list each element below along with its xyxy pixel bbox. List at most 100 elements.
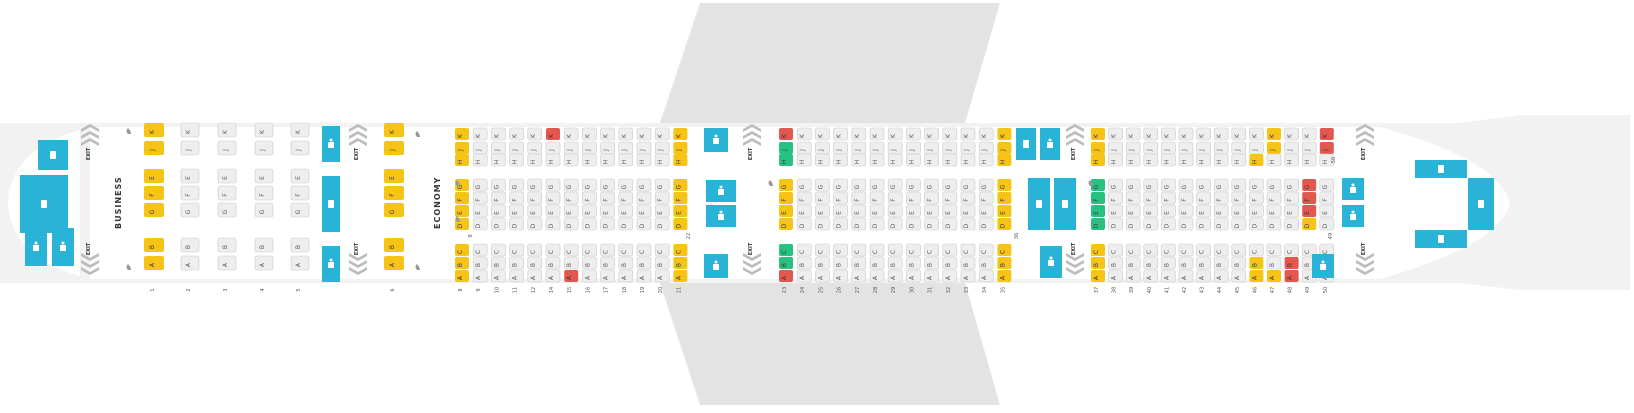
seat-27G[interactable]	[851, 178, 867, 192]
seat-35C[interactable]	[997, 244, 1012, 256]
seat-38B[interactable]	[1108, 256, 1123, 270]
seat-27C[interactable]	[851, 243, 867, 257]
seat-29C[interactable]	[887, 243, 903, 257]
seat-18A[interactable]	[618, 269, 634, 283]
seat-30H[interactable]	[906, 153, 921, 167]
seat-49C[interactable]	[1301, 243, 1317, 257]
seat-15J[interactable]	[563, 141, 579, 155]
seat-29G[interactable]	[887, 178, 903, 192]
seat-50H[interactable]	[1319, 153, 1335, 167]
seat-39E[interactable]	[1125, 204, 1141, 218]
seat-47D[interactable]	[1266, 217, 1282, 231]
seat-26G[interactable]	[833, 178, 848, 192]
seat-21F[interactable]	[673, 192, 688, 204]
seat-4G[interactable]	[254, 202, 274, 218]
seat-49F[interactable]	[1302, 192, 1317, 204]
seat-37F[interactable]	[1091, 192, 1105, 204]
seat-45F[interactable]	[1231, 191, 1247, 205]
seat-5A[interactable]	[290, 255, 310, 271]
seat-25J[interactable]	[815, 141, 830, 155]
seat-1F[interactable]	[144, 186, 164, 200]
seat-11E[interactable]	[509, 204, 524, 218]
seat-28F[interactable]	[869, 191, 885, 205]
seat-26B[interactable]	[833, 256, 848, 270]
seat-29B[interactable]	[887, 256, 903, 270]
seat-23G[interactable]	[779, 179, 793, 191]
seat-43G[interactable]	[1196, 178, 1211, 192]
seat-15G[interactable]	[563, 178, 579, 192]
seat-40F[interactable]	[1143, 191, 1159, 205]
seat-16K[interactable]	[582, 127, 597, 141]
seat-43H[interactable]	[1196, 153, 1211, 167]
seat-49J[interactable]	[1301, 141, 1317, 155]
seat-33C[interactable]	[960, 243, 976, 257]
seat-35A[interactable]	[997, 270, 1012, 282]
seat-1K[interactable]	[144, 123, 164, 137]
seat-42C[interactable]	[1178, 243, 1194, 257]
seat-50G[interactable]	[1319, 178, 1335, 192]
seat-47B[interactable]	[1266, 256, 1282, 270]
seat-46K[interactable]	[1249, 127, 1264, 141]
seat-12E[interactable]	[527, 204, 543, 218]
seat-37D[interactable]	[1091, 218, 1105, 230]
seat-34F[interactable]	[978, 191, 994, 205]
seat-6K[interactable]	[384, 123, 404, 137]
seat-15H[interactable]	[563, 153, 579, 167]
seat-24B[interactable]	[796, 256, 812, 270]
seat-20H[interactable]	[654, 153, 670, 167]
seat-40C[interactable]	[1143, 243, 1159, 257]
seat-31D[interactable]	[924, 217, 939, 231]
seat-12K[interactable]	[527, 127, 543, 141]
seat-43C[interactable]	[1196, 243, 1211, 257]
seat-38E[interactable]	[1108, 204, 1123, 218]
seat-38H[interactable]	[1108, 153, 1123, 167]
seat-43E[interactable]	[1196, 204, 1211, 218]
seat-18B[interactable]	[618, 256, 634, 270]
seat-11D[interactable]	[509, 217, 524, 231]
seat-42G[interactable]	[1178, 178, 1194, 192]
seat-2B[interactable]	[180, 237, 200, 253]
seat-42F[interactable]	[1178, 191, 1194, 205]
seat-31F[interactable]	[924, 191, 939, 205]
seat-9E[interactable]	[472, 204, 488, 218]
seat-29J[interactable]	[887, 141, 903, 155]
seat-3G[interactable]	[217, 202, 237, 218]
seat-32G[interactable]	[942, 178, 958, 192]
seat-49E[interactable]	[1302, 205, 1317, 217]
seat-38F[interactable]	[1108, 191, 1123, 205]
seat-24A[interactable]	[796, 269, 812, 283]
seat-8A[interactable]	[455, 270, 469, 282]
seat-8H[interactable]	[455, 154, 469, 166]
seat-41H[interactable]	[1161, 153, 1176, 167]
seat-25E[interactable]	[815, 204, 830, 218]
seat-28A[interactable]	[869, 269, 885, 283]
seat-20G[interactable]	[654, 178, 670, 192]
seat-6E[interactable]	[384, 169, 404, 183]
seat-48F[interactable]	[1284, 191, 1299, 205]
seat-8K[interactable]	[455, 128, 469, 140]
seat-20C[interactable]	[654, 243, 670, 257]
seat-28H[interactable]	[869, 153, 885, 167]
seat-31C[interactable]	[924, 243, 939, 257]
seat-1E[interactable]	[144, 169, 164, 183]
seat-46A[interactable]	[1249, 270, 1264, 282]
seat-23J[interactable]	[779, 142, 793, 154]
seat-30J[interactable]	[906, 141, 921, 155]
seat-11K[interactable]	[509, 127, 524, 141]
seat-32E[interactable]	[942, 204, 958, 218]
seat-30A[interactable]	[906, 269, 921, 283]
seat-12G[interactable]	[527, 178, 543, 192]
seat-6B[interactable]	[384, 238, 404, 252]
seat-50D[interactable]	[1319, 217, 1335, 231]
seat-35F[interactable]	[997, 192, 1012, 204]
seat-37B[interactable]	[1091, 257, 1105, 269]
seat-4B[interactable]	[254, 237, 274, 253]
seat-38C[interactable]	[1108, 243, 1123, 257]
seat-45B[interactable]	[1231, 256, 1247, 270]
seat-27E[interactable]	[851, 204, 867, 218]
seat-2A[interactable]	[180, 255, 200, 271]
seat-44J[interactable]	[1213, 141, 1229, 155]
seat-15B[interactable]	[563, 256, 579, 270]
seat-19B[interactable]	[636, 256, 652, 270]
seat-31H[interactable]	[924, 153, 939, 167]
